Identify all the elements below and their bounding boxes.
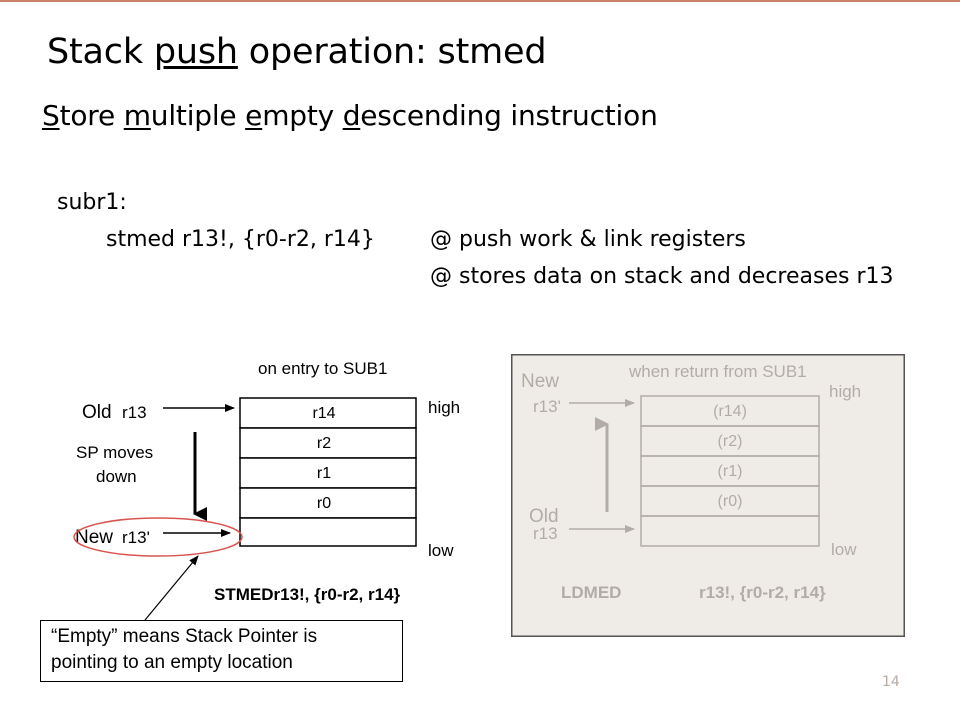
- ldmed-stack-diagram: when return from SUB1 New r13' high (r14…: [511, 354, 905, 637]
- right-cell-label-1: (r2): [718, 433, 743, 450]
- ldmed-args-label: r13!, {r0-r2, r14}: [699, 583, 826, 602]
- left-cell-label-3: r0: [317, 495, 331, 512]
- right-new-label: New: [521, 371, 559, 392]
- code-comment-2: @ stores data on stack and decreases r13: [430, 264, 894, 289]
- right-high-label: high: [829, 382, 861, 401]
- right-old-label: Old: [529, 506, 559, 527]
- left-caption: on entry to SUB1: [258, 359, 387, 378]
- page-number: 14: [882, 674, 900, 690]
- new-pointer-highlight: [73, 517, 243, 557]
- faded-panel: [511, 354, 905, 637]
- stmed-instruction-label: STMEDr13!, {r0-r2, r14}: [214, 585, 401, 604]
- code-instruction: stmed r13!, {r0-r2, r14}: [106, 227, 375, 252]
- left-sp-moves-line1: SP moves: [76, 443, 153, 462]
- slide-title: Stack push operation: stmed: [47, 32, 547, 72]
- left-high-label: high: [428, 398, 460, 417]
- right-low-label: low: [831, 540, 857, 559]
- stmed-stack-diagram: on entry to SUB1 Old r13 high r14 r2 r1 …: [73, 359, 460, 620]
- code-comment-1: @ push work & link registers: [430, 227, 746, 252]
- left-cell-1: [239, 427, 417, 459]
- right-cell-label-2: (r1): [718, 463, 743, 480]
- right-new-reg: r13': [533, 397, 561, 416]
- left-low-label: low: [428, 541, 454, 560]
- left-new-reg: r13': [122, 528, 150, 547]
- title-divider: [0, 0, 960, 2]
- left-old-label: Old: [82, 402, 112, 423]
- right-old-reg: r13: [533, 524, 558, 543]
- left-cell-label-0: r14: [312, 405, 335, 422]
- left-sp-moves-line2: down: [96, 467, 137, 486]
- left-cell-4: [239, 517, 417, 547]
- callout-line-1: “Empty” means Stack Pointer is: [51, 626, 318, 647]
- callout-line-2: pointing to an empty location: [51, 652, 293, 673]
- slide-subtitle: Store multiple empty descending instruct…: [42, 99, 658, 132]
- right-cell-label-3: (r0): [718, 493, 743, 510]
- code-label: subr1:: [57, 190, 127, 215]
- left-stack-cells: r14 r2 r1 r0: [239, 397, 417, 547]
- left-cell-label-1: r2: [317, 435, 331, 452]
- right-cell-label-0: (r14): [713, 403, 747, 420]
- ldmed-op-label: LDMED: [561, 583, 621, 602]
- left-cell-label-2: r1: [317, 465, 331, 482]
- left-old-reg: r13: [122, 403, 147, 422]
- right-stack-cells: (r14) (r2) (r1) (r0): [640, 395, 820, 547]
- callout-pointer-arrow: [144, 555, 199, 620]
- empty-callout-box: “Empty” means Stack Pointer is pointing …: [40, 620, 403, 682]
- right-cell-4: [640, 515, 820, 547]
- left-new-label: New: [75, 527, 113, 548]
- right-caption: when return from SUB1: [628, 362, 807, 381]
